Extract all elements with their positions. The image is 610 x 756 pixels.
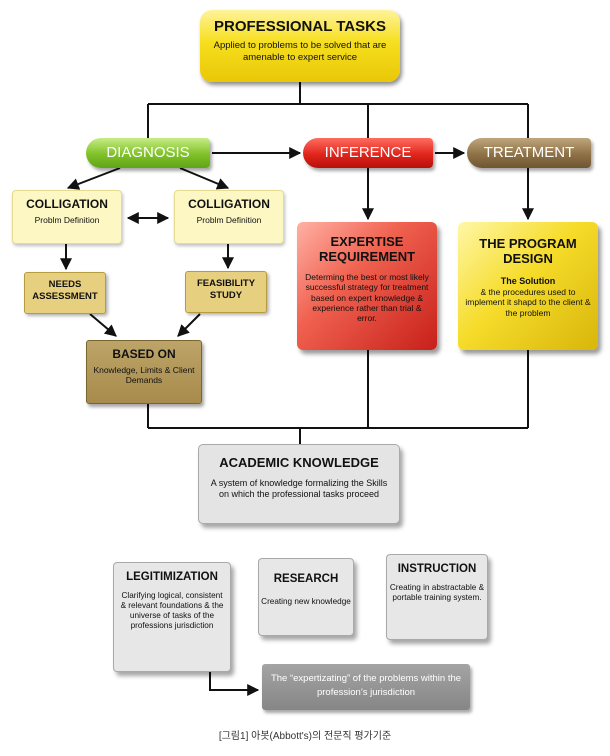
expertizating-result-box: The “expertizating” of the problems with…	[262, 664, 470, 710]
treatment-stage: TREATMENT	[467, 138, 591, 168]
professional-tasks-box: PROFESSIONAL TASKS Applied to problems t…	[200, 10, 400, 82]
needs-assessment-box: NEEDS ASSESSMENT	[24, 272, 106, 314]
based-on-box: BASED ON Knowledge, Limits & Client Dema…	[86, 340, 202, 404]
arrow-legit-result	[209, 672, 260, 696]
based-on-desc: Knowledge, Limits & Client Demands	[93, 365, 195, 386]
legitimization-box: LEGITIMIZATION Clarifying logical, consi…	[113, 562, 231, 672]
research-box: RESEARCH Creating new knowledge	[258, 558, 354, 636]
research-desc: Creating new knowledge	[261, 597, 351, 606]
arrow-diagnosis-coll1	[66, 167, 121, 190]
professional-tasks-title: PROFESSIONAL TASKS	[214, 18, 386, 35]
academic-knowledge-box: ACADEMIC KNOWLEDGE A system of knowledge…	[198, 444, 400, 524]
expertise-desc: Determing the best or most likely succes…	[305, 272, 429, 324]
colligation-desc: Problm Definition	[34, 215, 100, 225]
program-title: THE PROGRAM DESIGN	[479, 236, 577, 266]
colligation-box-left: COLLIGATION Problm Definition	[12, 190, 122, 244]
research-title: RESEARCH	[273, 573, 339, 585]
arrow-diagnosis-coll2	[179, 167, 230, 190]
result-text: The “expertizating” of the problems with…	[270, 673, 462, 698]
academic-title: ACADEMIC KNOWLEDGE	[219, 455, 379, 470]
instruction-desc: Creating in abstractable & portable trai…	[389, 583, 485, 602]
professional-tasks-desc: Applied to problems to be solved that ar…	[213, 40, 387, 63]
program-design-box: THE PROGRAM DESIGN The Solution & the pr…	[458, 222, 598, 350]
instruction-box: INSTRUCTION Creating in abstractable & p…	[386, 554, 488, 640]
feasibility-study-title: FEASIBILITY STUDY	[196, 278, 256, 302]
based-on-title: BASED ON	[112, 347, 176, 361]
colligation-box-right: COLLIGATION Problm Definition	[174, 190, 284, 244]
needs-assessment-title: NEEDS ASSESSMENT	[32, 279, 98, 303]
program-desc: & the procedures used to implement it sh…	[465, 287, 591, 318]
colligation-title: COLLIGATION	[188, 197, 270, 211]
expertise-requirement-box: EXPERTISE REQUIREMENT Determing the best…	[297, 222, 437, 350]
colligation-desc: Problm Definition	[196, 215, 262, 225]
inference-stage: INFERENCE	[303, 138, 433, 168]
instruction-title: INSTRUCTION	[397, 563, 477, 575]
legitimization-title: LEGITIMIZATION	[126, 571, 218, 583]
arrow-needs-based	[89, 313, 117, 337]
arrow-feas-based	[177, 313, 201, 337]
diagnosis-stage: DIAGNOSIS	[86, 138, 210, 168]
legitimization-desc: Clarifying logical, consistent & relevan…	[120, 591, 224, 630]
feasibility-study-box: FEASIBILITY STUDY	[185, 271, 267, 313]
figure-caption: [그림1] 아봇(Abbott's)의 전문직 평가기준	[218, 731, 392, 742]
program-subtitle: The Solution	[500, 276, 556, 286]
colligation-title: COLLIGATION	[26, 197, 108, 211]
expertise-title: EXPERTISE REQUIREMENT	[318, 234, 416, 264]
academic-desc: A system of knowledge formalizing the Sk…	[210, 478, 388, 499]
